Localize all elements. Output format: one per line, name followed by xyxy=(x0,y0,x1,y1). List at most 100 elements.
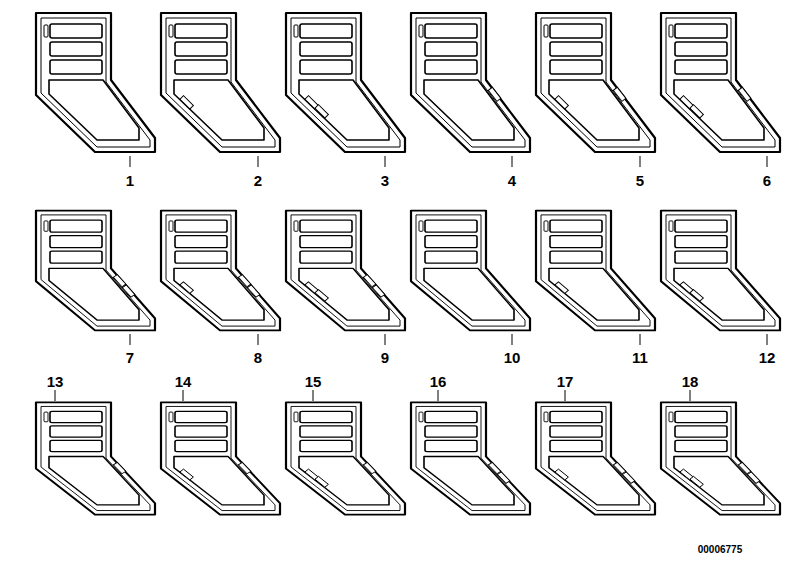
tray-window xyxy=(674,456,764,504)
tray-window xyxy=(299,268,389,320)
switch-blank xyxy=(488,462,501,473)
callout-number: 15 xyxy=(305,374,322,389)
switch-blank xyxy=(180,469,193,480)
trim-panel xyxy=(286,13,405,152)
trim-panel xyxy=(661,13,780,152)
leader-line xyxy=(313,390,314,401)
switch-blank xyxy=(122,285,135,297)
callout-number: 1 xyxy=(126,173,134,188)
callout-number: 3 xyxy=(381,173,389,188)
side-bar xyxy=(669,412,673,422)
leader-line xyxy=(385,334,386,345)
side-bar xyxy=(544,221,548,231)
callout-number: 13 xyxy=(47,374,64,389)
callout-number: 11 xyxy=(632,350,648,365)
leader-line xyxy=(640,334,641,345)
vent-slot xyxy=(550,24,602,38)
panel-inner-edge xyxy=(416,18,525,147)
switch-blank xyxy=(315,105,328,118)
panel-inner-edge xyxy=(666,406,775,510)
switch-blank xyxy=(372,285,385,297)
panel-outline xyxy=(161,211,280,331)
vent-slot xyxy=(675,251,727,263)
switch-blank xyxy=(238,275,251,287)
switch-blank xyxy=(747,472,760,483)
panel-outline xyxy=(661,402,780,514)
vent-slot xyxy=(300,42,352,56)
side-bar xyxy=(544,412,548,422)
trim-panel xyxy=(161,211,280,331)
switch-blank xyxy=(180,96,193,109)
switch-blank xyxy=(363,275,376,287)
vent-slot xyxy=(425,220,477,232)
leader-line xyxy=(183,390,184,401)
panel-outline xyxy=(286,13,405,152)
leader-line xyxy=(385,156,386,167)
side-bar xyxy=(669,221,673,231)
tray-window xyxy=(549,268,639,320)
leader-line xyxy=(438,390,439,401)
vent-slot xyxy=(550,42,602,56)
tray-window xyxy=(174,80,264,140)
leader-line xyxy=(130,334,131,345)
switch-blank xyxy=(113,462,126,473)
leader-line xyxy=(130,156,131,167)
vent-slot xyxy=(175,220,227,232)
vent-slot xyxy=(50,426,102,437)
vent-slot xyxy=(425,251,477,263)
panel-outline xyxy=(161,13,280,152)
leader-line xyxy=(512,334,513,345)
trim-panel xyxy=(161,13,280,152)
panel-outline xyxy=(661,211,780,331)
trim-panel xyxy=(536,211,655,331)
panel-outline xyxy=(36,402,155,514)
vent-slot xyxy=(175,42,227,56)
vent-slot xyxy=(550,236,602,248)
callout-number: 18 xyxy=(682,374,699,389)
switch-blank xyxy=(315,290,328,302)
vent-slot xyxy=(425,42,477,56)
panel-outline xyxy=(286,402,405,514)
side-bar xyxy=(669,25,673,37)
panel-outline xyxy=(536,402,655,514)
leader-line xyxy=(258,156,259,167)
callout-number: 10 xyxy=(504,350,521,365)
trim-panel xyxy=(411,402,530,514)
leader-line xyxy=(512,156,513,167)
vent-slot xyxy=(675,220,727,232)
tray-window xyxy=(424,268,514,320)
switch-blank xyxy=(613,462,626,473)
vent-slot xyxy=(675,426,727,437)
panel-outline xyxy=(36,211,155,331)
vent-slot xyxy=(675,411,727,422)
leader-line xyxy=(767,334,768,345)
trim-panel xyxy=(36,402,155,514)
tray-window xyxy=(49,80,139,140)
switch-blank xyxy=(690,476,703,487)
panel-inner-edge xyxy=(666,215,775,326)
switch-blank xyxy=(238,462,251,473)
leader-line xyxy=(55,390,56,401)
tray-window xyxy=(49,456,139,504)
callout-number: 7 xyxy=(126,350,134,365)
vent-slot xyxy=(675,42,727,56)
tray-window xyxy=(424,456,514,504)
panel-inner-edge xyxy=(166,215,275,326)
panel-outline xyxy=(411,13,530,152)
vent-slot xyxy=(300,24,352,38)
switch-blank xyxy=(613,87,626,101)
callout-number: 6 xyxy=(763,173,771,188)
callout-number: 4 xyxy=(508,173,516,188)
switch-blank xyxy=(315,476,328,487)
vent-slot xyxy=(550,60,602,74)
tray-window xyxy=(424,80,514,140)
vent-slot xyxy=(550,440,602,451)
tray-window xyxy=(549,456,639,504)
callout-number: 8 xyxy=(254,350,262,365)
vent-slot xyxy=(675,60,727,74)
side-bar xyxy=(419,25,423,37)
switch-blank xyxy=(363,462,376,473)
switch-blank xyxy=(555,282,568,294)
